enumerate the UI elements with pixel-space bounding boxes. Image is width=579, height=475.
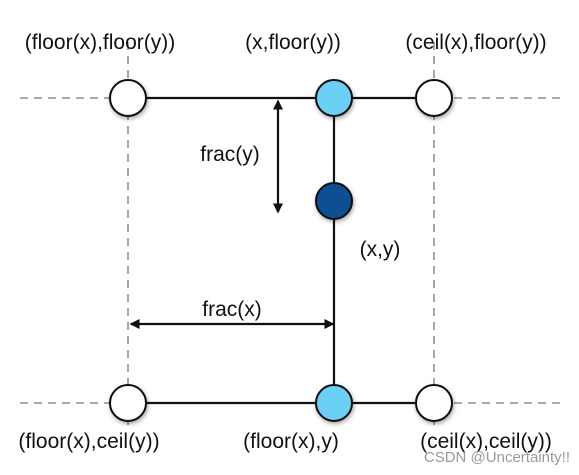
node-interpolated-point [315, 182, 353, 220]
watermark: CSDN @Uncertainty!! [424, 449, 570, 466]
label-top-right: (ceil(x),floor(y)) [405, 31, 546, 54]
label-top-left: (floor(x),floor(y)) [25, 31, 176, 54]
node-bottom-left [109, 384, 147, 422]
node-bottom-right [415, 384, 453, 422]
label-point: (x,y) [360, 238, 401, 261]
nodes [109, 79, 453, 422]
node-bottom-mid [315, 384, 353, 422]
label-bottom-right: (ceil(x),ceil(y)) [420, 430, 552, 453]
label-frac-y: frac(y) [200, 143, 260, 166]
node-top-mid [315, 79, 353, 117]
guide-lines [20, 42, 560, 425]
label-frac-x: frac(x) [202, 298, 262, 321]
label-top-mid: (x,floor(y)) [245, 31, 341, 54]
label-bottom-mid: (floor(x),y) [243, 430, 339, 453]
node-top-left [109, 79, 147, 117]
label-bottom-left: (floor(x),ceil(y)) [18, 430, 159, 453]
node-top-right [415, 79, 453, 117]
